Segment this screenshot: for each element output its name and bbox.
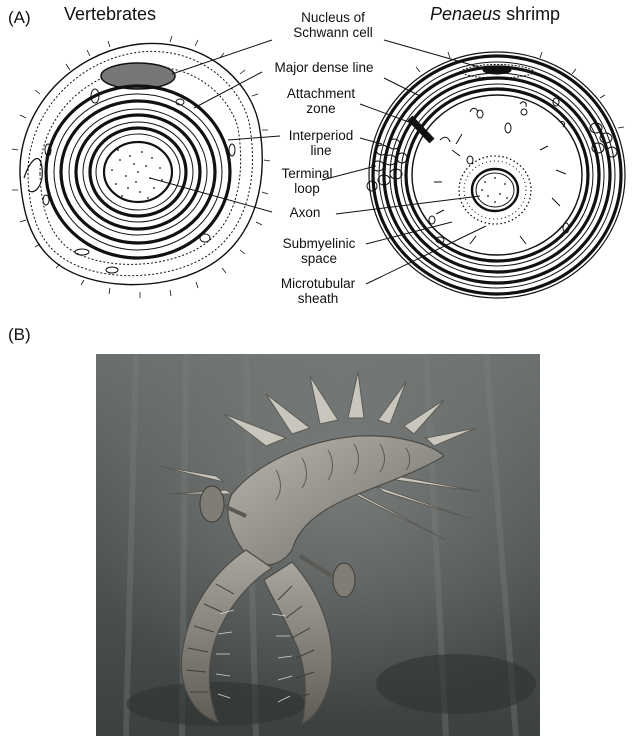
organelle [43,195,49,205]
vertebrate-myelin-cross-section [12,36,270,298]
label-microtubular-line-2: sheath [268,291,368,306]
label-nucleus-line-1: Nucleus of [284,10,382,25]
label-nucleus-line-2: Schwann cell [284,25,382,40]
label-submyelinic-line-1: Submyelinic [272,236,366,251]
label-nucleus-of-schwann-cell: Nucleus of Schwann cell [284,10,382,40]
left-eye [200,486,224,522]
outer-mesaxon-fold [24,159,42,192]
label-attachment-line-2: zone [282,101,360,116]
label-terminal-loop: Terminal loop [276,166,338,196]
label-major-dense-line-text: Major dense line [262,60,386,75]
label-interperiod-line-1: Interperiod [280,128,362,143]
shrimp-axon [472,169,518,211]
label-microtubular-line-1: Microtubular [268,276,368,291]
label-attachment-zone: Attachment zone [282,86,360,116]
label-attachment-line-1: Attachment [282,86,360,101]
anomalocaris-illustration [96,354,540,736]
label-interperiod-line-2: line [280,143,362,158]
axoplasm-dots [111,149,163,199]
shrimp-axoplasm-dots [481,177,508,203]
label-microtubular-sheath: Microtubular sheath [268,276,368,306]
label-interperiod-line: Interperiod line [280,128,362,158]
label-major-dense-line: Major dense line [262,60,386,75]
label-axon: Axon [276,205,334,220]
label-terminal-line-1: Terminal [276,166,338,181]
right-eye [333,563,355,597]
shrimp-myelin-lamellae [369,52,625,298]
label-submyelinic-line-2: space [272,251,366,266]
label-terminal-line-2: loop [276,181,338,196]
organelle [229,144,235,156]
organelle [75,249,89,255]
microtubular-sheath [459,156,531,224]
label-axon-text: Axon [276,205,334,220]
leader-interperiod-left [228,136,280,140]
organelle [106,267,118,273]
label-submyelinic-space: Submyelinic space [272,236,366,266]
shrimp-schwann-nucleus [483,66,511,74]
